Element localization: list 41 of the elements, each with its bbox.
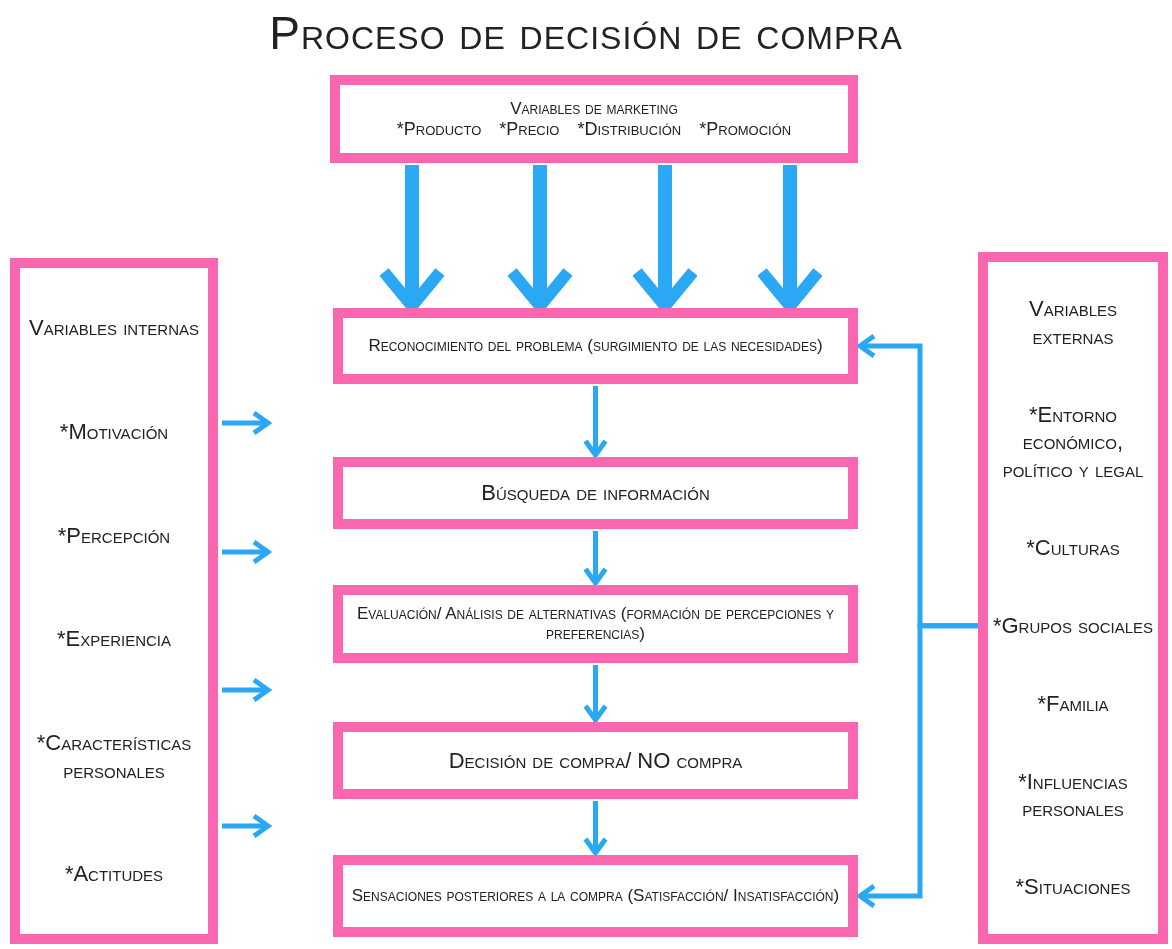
process-box — [333, 457, 858, 529]
step-text: Evaluación/ Análisis de alternativas (formación de percepciones y preferencias) — [355, 604, 836, 644]
arrow — [583, 801, 608, 856]
arrow — [222, 677, 271, 703]
box-heading: Variables de marketing — [510, 98, 678, 119]
list-item: *Entorno económico, político y legal — [1001, 400, 1145, 484]
arrow — [222, 410, 271, 436]
list-item: *Producto — [396, 118, 482, 140]
diagram-title: Proceso de decisión de compra — [268, 6, 904, 60]
arrow — [583, 386, 608, 458]
arrow — [583, 531, 608, 586]
list-item: *Características personales — [35, 729, 193, 785]
list-item: *Culturas — [1026, 533, 1120, 562]
process-box — [333, 855, 858, 937]
step-text: Decisión de compra/ NO compra — [447, 747, 744, 774]
panel-heading: Variables internas — [29, 314, 199, 342]
arrow — [583, 665, 608, 723]
arrow — [857, 623, 978, 909]
step-text: Sensaciones posteriores a la compra (Satisfacción/ Insatisfacción) — [350, 886, 841, 906]
list-item: *Situaciones — [1015, 873, 1131, 901]
process-box — [333, 308, 858, 384]
panel-heading: Variables externas — [1027, 295, 1118, 351]
list-item: *Familia — [1037, 689, 1109, 718]
list-item: *Distribución — [577, 118, 682, 140]
list-item: *Promoción — [699, 118, 792, 140]
variables-panel — [10, 258, 218, 944]
list-item: *Percepción — [57, 521, 171, 550]
arrow — [222, 813, 271, 839]
list-item: *Actitudes — [64, 860, 164, 888]
list-item: *Experiencia — [56, 625, 172, 653]
process-box — [333, 722, 858, 799]
process-box — [333, 585, 858, 663]
variables-panel — [978, 252, 1168, 944]
step-text: Reconocimiento del problema (surgimiento de las necesidades) — [367, 336, 824, 356]
list-item: *Grupos sociales — [992, 611, 1154, 640]
process-box — [330, 75, 858, 163]
arrow — [222, 539, 271, 565]
list-item: *Precio — [499, 118, 560, 140]
step-text: Búsqueda de información — [480, 480, 711, 506]
list-item: *Influencias personales — [1017, 767, 1129, 823]
list-item: *Motivación — [59, 417, 169, 446]
